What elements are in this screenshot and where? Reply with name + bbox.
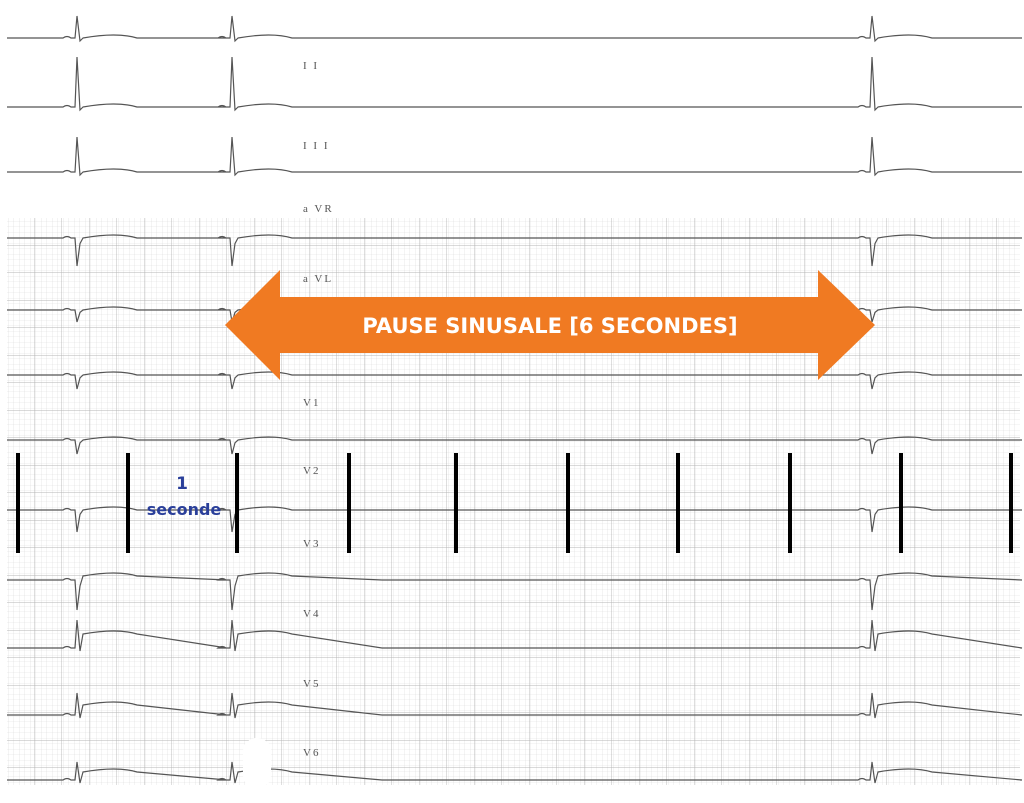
second-marker bbox=[1009, 453, 1013, 553]
lead-label-ii: I I bbox=[303, 60, 319, 72]
second-markers bbox=[16, 453, 1013, 553]
second-marker bbox=[788, 453, 792, 553]
ecg-trace-v2 bbox=[7, 506, 1022, 533]
lead-label-iii: I I I bbox=[303, 140, 330, 152]
ecg-trace-ii bbox=[7, 56, 1022, 112]
paper-mark bbox=[243, 738, 271, 788]
lead-label-avl: a VL bbox=[303, 273, 333, 285]
second-marker bbox=[899, 453, 903, 553]
lead-label-v4: V4 bbox=[303, 608, 320, 620]
ecg-trace-v5 bbox=[7, 692, 1023, 719]
pause-label: PAUSE SINUSALE [6 SECONDES] bbox=[362, 314, 737, 338]
second-marker bbox=[347, 453, 351, 553]
pause-double-arrow bbox=[225, 270, 875, 380]
lead-label-v3: V3 bbox=[303, 538, 320, 550]
second-marker bbox=[454, 453, 458, 553]
lead-labels: I I I I I a VR a VL V1 V2 V3 V4 V5 V6 bbox=[303, 60, 334, 759]
one-second-number: 1 bbox=[176, 474, 188, 494]
second-marker bbox=[16, 453, 20, 553]
one-second-label: seconde bbox=[147, 500, 222, 519]
second-marker bbox=[566, 453, 570, 553]
lead-label-v1: V1 bbox=[303, 397, 320, 409]
ecg-trace-v4 bbox=[7, 619, 1023, 652]
second-marker bbox=[126, 453, 130, 553]
ecg-traces bbox=[7, 15, 1023, 784]
ecg-trace-avr bbox=[7, 234, 1022, 267]
ecg-trace-v3 bbox=[7, 572, 1023, 611]
ecg-trace-i bbox=[7, 15, 1022, 43]
ecg-trace-v6 bbox=[7, 761, 1023, 784]
second-marker bbox=[235, 453, 239, 553]
ecg-trace-v1 bbox=[7, 436, 1022, 455]
ecg-trace-iii bbox=[7, 136, 1022, 177]
ecg-trace-lead5 bbox=[7, 371, 1022, 390]
second-marker bbox=[676, 453, 680, 553]
lead-label-avr: a VR bbox=[303, 203, 334, 215]
lead-label-v5: V5 bbox=[303, 678, 320, 690]
lead-label-v6: V6 bbox=[303, 747, 320, 759]
lead-label-v2: V2 bbox=[303, 465, 320, 477]
